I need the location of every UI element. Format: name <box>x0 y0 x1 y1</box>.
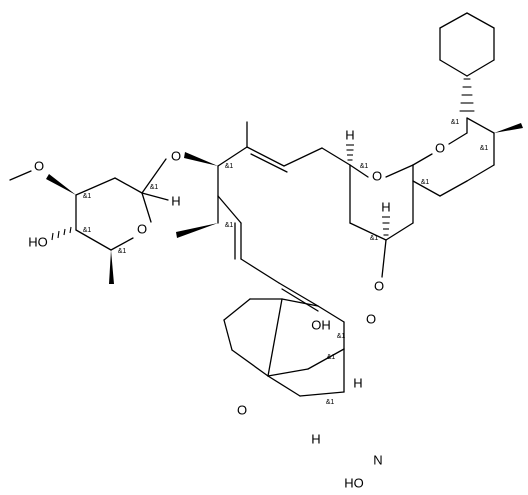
stereo-flag: &1 <box>451 119 460 126</box>
atom-h-c6: H <box>310 431 322 446</box>
atom-h-c19: H <box>380 199 392 214</box>
atom-oh-sugar: HO <box>28 234 48 252</box>
hash-bond-sugar-oh <box>51 226 72 241</box>
atom-n-oxime: N <box>371 452 385 468</box>
stereo-flag: &1 <box>83 227 92 234</box>
atom-h-c2: H <box>352 375 364 390</box>
svg-text:HO: HO <box>28 234 48 249</box>
cyclohexyl-ring <box>439 12 495 77</box>
atom-o-glycosidic: O <box>169 148 183 164</box>
stereo-flag: &1 <box>225 163 234 170</box>
stereo-flag: &1 <box>480 145 489 152</box>
atom-o-methoxy: O <box>32 158 46 174</box>
svg-text:O: O <box>366 311 376 326</box>
atom-o-spiro-a: O <box>370 168 384 184</box>
svg-text:O: O <box>435 140 445 155</box>
atom-h-c17: H <box>344 127 356 142</box>
svg-text:O: O <box>237 402 247 417</box>
atom-o-lactone-ring: O <box>372 278 386 294</box>
wedge-methoxy-o <box>46 174 76 195</box>
atom-oh-oxime: HO <box>344 475 364 493</box>
methoxy-methyl-bond <box>9 170 32 181</box>
stereo-flag: &1 <box>118 248 127 255</box>
atom-h-anomeric: H <box>170 193 182 208</box>
wedge-c24-methyl <box>494 123 523 133</box>
stereo-flag: &1 <box>150 184 159 191</box>
spiro-bonds <box>385 164 414 241</box>
atom-o-spiro-b: O <box>433 140 447 156</box>
svg-text:H: H <box>311 431 320 446</box>
svg-text:H: H <box>381 199 390 214</box>
stereo-flag: &1 <box>83 193 92 200</box>
stereo-flag: &1 <box>225 222 234 229</box>
svg-text:H: H <box>171 193 180 208</box>
svg-text:O: O <box>137 221 147 236</box>
stereo-flag: &1 <box>326 399 335 406</box>
atom-o-sugar-ring: O <box>135 221 149 237</box>
wedge-c13-oxygen <box>184 152 218 166</box>
hash-bond-cyclohexyl <box>459 78 475 112</box>
svg-text:O: O <box>374 278 384 293</box>
svg-text:N: N <box>373 452 382 467</box>
stereo-flag: &1 <box>370 235 379 242</box>
svg-text:HO: HO <box>344 475 364 490</box>
svg-text:O: O <box>34 158 44 173</box>
svg-text:H: H <box>345 127 354 142</box>
oleandrose-ring <box>75 158 169 251</box>
benzofuran-ring <box>223 298 345 397</box>
svg-text:OH: OH <box>311 317 331 332</box>
svg-text:O: O <box>372 168 382 183</box>
atom-o-carbonyl: O <box>364 311 378 327</box>
atom-label-layer: O HO O H O O O H <box>28 127 447 493</box>
hash-bond-h19 <box>382 216 390 236</box>
svg-text:H: H <box>353 375 362 390</box>
wedge-sugar-methyl <box>109 250 114 284</box>
stereo-flag-layer: &1 &1 &1 &1 &1 &1 &1 &1 &1 &1 &1 &1 &1 &… <box>83 119 489 406</box>
stereo-flag: &1 <box>337 333 346 340</box>
macrocycle-left <box>217 165 345 323</box>
wedge-c12-methyl <box>176 223 218 238</box>
svg-text:O: O <box>171 148 181 163</box>
bond-layer <box>9 12 523 397</box>
atom-o-furan: O <box>235 402 249 418</box>
hash-bond-h17 <box>346 144 354 161</box>
stereo-flag: &1 <box>421 179 430 186</box>
stereo-flag: &1 <box>327 354 336 361</box>
atom-oh-c7: OH <box>311 317 331 335</box>
macrocycle-upper <box>217 121 387 278</box>
stereo-flag: &1 <box>360 163 369 170</box>
spiroketal-oxane-ring <box>412 117 495 197</box>
